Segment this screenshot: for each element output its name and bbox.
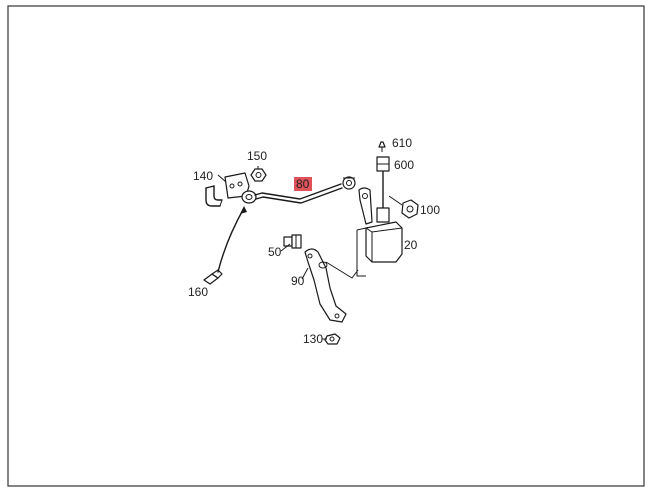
label-160[interactable]: 160	[188, 285, 208, 299]
nut-part-130[interactable]	[324, 333, 341, 345]
label-100[interactable]: 100	[420, 203, 440, 217]
nut-part-100[interactable]	[388, 195, 419, 219]
rod-bracket-left	[224, 172, 257, 204]
u-bolt-part-140[interactable]	[205, 185, 223, 207]
label-600[interactable]: 600	[394, 158, 414, 172]
label-150[interactable]: 150	[247, 149, 267, 163]
leader-lines	[217, 174, 327, 340]
label-610[interactable]: 610	[392, 136, 412, 150]
nut-part-150[interactable]	[250, 166, 267, 182]
assembly-arrow	[217, 206, 247, 273]
diagram-border	[7, 5, 645, 487]
label-20[interactable]: 20	[404, 238, 418, 252]
connector-part-600[interactable]	[376, 156, 390, 172]
screw-part-610[interactable]	[378, 141, 386, 152]
connecting-rod-part-80[interactable]	[254, 176, 356, 204]
bracket-part-90[interactable]	[304, 248, 359, 323]
highlight-box-80	[294, 177, 312, 191]
stud-bolt-part-50[interactable]	[283, 234, 302, 249]
label-140[interactable]: 140	[193, 169, 213, 183]
level-sensor-part-20[interactable]	[356, 171, 403, 277]
part-labels: 610 600 150 140 80 100 20 50 90 160 130	[188, 136, 440, 346]
label-80[interactable]: 80	[296, 177, 310, 191]
label-130[interactable]: 130	[303, 332, 323, 346]
label-50[interactable]: 50	[268, 245, 282, 259]
label-90[interactable]: 90	[291, 274, 305, 288]
bolt-part-160[interactable]	[203, 269, 223, 285]
